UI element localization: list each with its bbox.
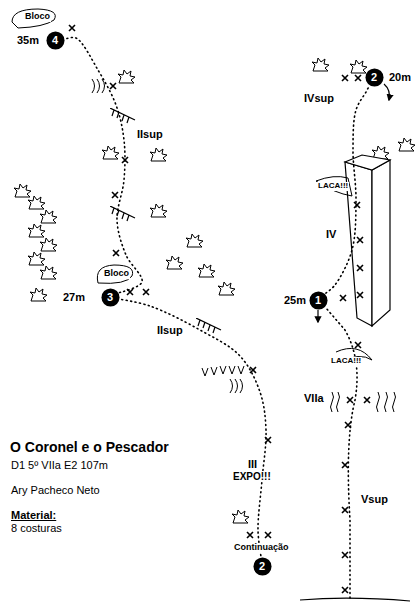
wave-symbols <box>331 392 396 412</box>
topo-label: IV <box>325 228 337 240</box>
belay-station: 3 <box>101 288 120 307</box>
flake-outline <box>316 177 352 196</box>
station-number: 3 <box>101 288 120 307</box>
descent-arrow <box>384 84 389 100</box>
flake-pillar <box>345 155 390 326</box>
station-number: 2 <box>253 557 272 576</box>
topo-label: III <box>247 458 258 470</box>
grass-symbols <box>202 366 244 376</box>
route-line <box>120 299 266 555</box>
topo-label: IIsup <box>156 324 184 336</box>
topo-label: 25m <box>283 294 307 306</box>
topo-label: Continuação <box>233 543 290 553</box>
topo-label: LACA!!! <box>317 182 349 191</box>
topo-label: Bloco <box>24 12 51 22</box>
topo-label: Material: <box>10 509 57 521</box>
topo-label: EXPO!!! <box>232 471 272 482</box>
bolt-marks <box>69 25 370 593</box>
topo-label: 8 costuras <box>10 522 63 534</box>
descent-arrow <box>317 310 318 322</box>
topo-label: D1 5º VIIa E2 107m <box>10 459 109 471</box>
topo-label: VIIa <box>303 392 325 404</box>
belay-station: 2 <box>365 68 384 87</box>
ledge-symbols <box>110 108 221 333</box>
topo-label: IVsup <box>303 92 335 104</box>
station-number: 2 <box>365 68 384 87</box>
belay-station: 1 <box>309 291 328 310</box>
topo-label: Vsup <box>360 493 389 505</box>
belay-station: 4 <box>46 31 65 50</box>
route-line <box>65 37 142 292</box>
ground-line <box>300 598 410 601</box>
station-number: 1 <box>309 291 328 310</box>
route-title: O Coronel e o Pescador <box>10 440 169 455</box>
topo-label: 27m <box>62 291 86 303</box>
arc-symbols <box>92 79 243 393</box>
topo-label: LACA!!! <box>330 357 362 366</box>
boulder-outline <box>12 9 55 28</box>
topo-label: IIsup <box>136 128 164 140</box>
topo-label: 35m <box>16 34 40 46</box>
topo-label: Bloco <box>103 269 130 279</box>
belay-station: 2 <box>253 557 272 576</box>
topo-label: Ary Pacheco Neto <box>10 484 101 496</box>
topo-label: 20m <box>388 71 412 83</box>
boulder-outline <box>97 265 132 283</box>
route-line <box>326 308 357 598</box>
station-number: 4 <box>46 31 65 50</box>
